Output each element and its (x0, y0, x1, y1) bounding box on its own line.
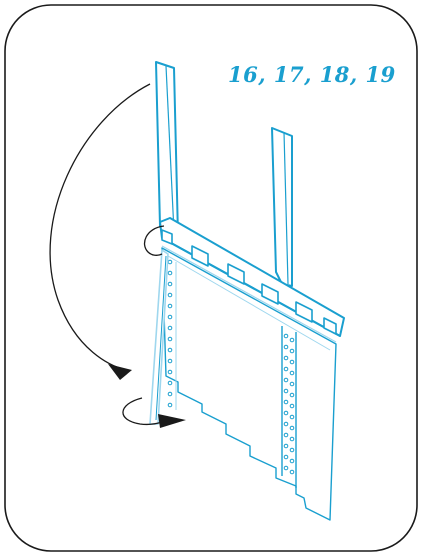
panel-border (4, 4, 418, 552)
left-clip-tab (155, 61, 179, 237)
folding-flap (149, 249, 169, 425)
clip-rotate-arrow (143, 225, 165, 256)
bar-slots (191, 245, 337, 335)
fold-arrow-large (49, 83, 151, 380)
step-numbers: 16, 17, 18, 19 (228, 62, 396, 87)
right-sprocket-strip (281, 326, 297, 488)
left-sprocket-holes (167, 259, 173, 408)
right-sprocket-holes (283, 333, 295, 475)
tray-body (149, 217, 345, 521)
right-clip-tab (271, 127, 293, 287)
corner-clip (161, 229, 173, 245)
flap-push-arrow (122, 397, 186, 428)
